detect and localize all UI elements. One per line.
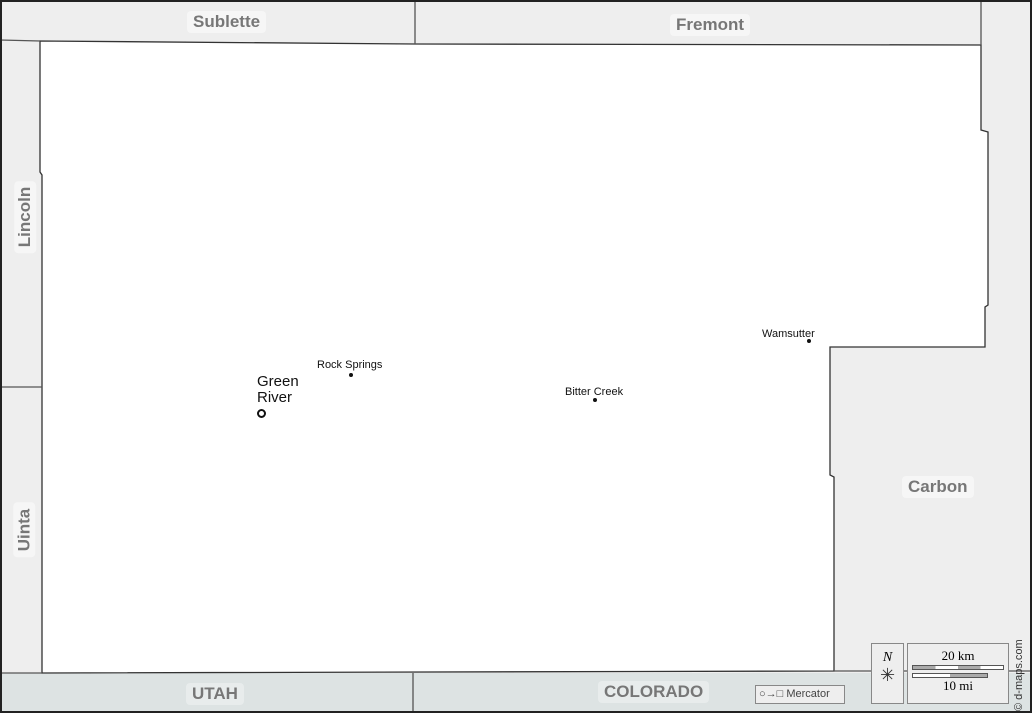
scale-mi-label: 10 mi [943, 678, 973, 693]
neighbor-states-area [0, 673, 1032, 713]
label-carbon: Carbon [902, 476, 974, 498]
label-colorado: COLORADO [598, 681, 710, 703]
scale-km-bar [912, 665, 1004, 670]
label-sublette: Sublette [187, 11, 267, 33]
projection-box: ○→□ Mercator [755, 685, 845, 704]
county-sweetwater [39, 40, 989, 674]
projection-label: Mercator [786, 688, 830, 700]
compass-icon: ✳ [879, 665, 896, 685]
city-label-wamsutter: Wamsutter [762, 328, 815, 340]
city-label-green-river: Green River [257, 373, 299, 406]
city-label-bitter-creek: Bitter Creek [565, 386, 624, 398]
city-marker [593, 398, 597, 402]
scale-bar: 20 km 10 mi [907, 643, 1009, 704]
label-uinta: Uinta [13, 502, 36, 558]
north-label: N [882, 650, 893, 665]
north-arrow: N ✳ [871, 643, 904, 704]
scale-mi-bar [912, 673, 988, 678]
label-lincoln: Lincoln [14, 180, 37, 254]
label-utah: UTAH [186, 683, 244, 705]
city-label-rock-springs: Rock Springs [317, 359, 383, 371]
county-seat-marker [257, 409, 266, 418]
projection-icon: ○→□ [759, 688, 787, 700]
credit: © d-maps.com [1013, 639, 1025, 711]
scale-km-label: 20 km [941, 648, 975, 663]
city-marker [807, 339, 811, 343]
label-fremont: Fremont [670, 14, 750, 36]
city-marker [349, 373, 353, 377]
